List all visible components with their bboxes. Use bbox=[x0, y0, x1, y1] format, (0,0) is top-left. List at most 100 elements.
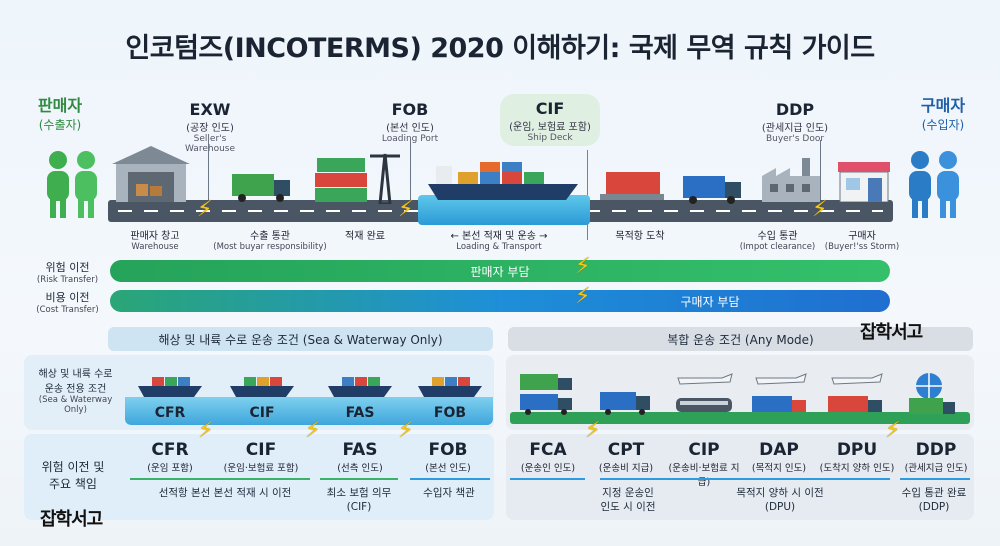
note-ddp: 수입 통관 완료 (DDP) bbox=[893, 486, 975, 514]
label-import-ko: 수입 통관 bbox=[757, 231, 798, 242]
arrow-line bbox=[320, 478, 398, 480]
term-fca-sub: (운송인 인도) bbox=[520, 463, 576, 474]
shop-icon bbox=[838, 162, 890, 202]
label-warehouse-ko: 판매자 창고 bbox=[130, 231, 180, 242]
label-transport-ko: ← 본선 적재 및 운송 → bbox=[450, 231, 548, 242]
sea-panel-water bbox=[125, 397, 493, 425]
term-ddp-sub: (관세지급 인도) bbox=[904, 463, 968, 474]
seller-people-icon bbox=[47, 151, 97, 218]
term-cip-code: CIP bbox=[688, 440, 720, 460]
sea-term-fas: FAS bbox=[345, 405, 375, 421]
stop-exw-sub: (공장 인도) bbox=[186, 123, 234, 134]
note-dpu-1: 목적지 양하 시 이전 bbox=[736, 487, 824, 499]
note-min-insurance-1: 최소 보험 의무 bbox=[326, 487, 392, 499]
plane-truck-icon bbox=[752, 373, 807, 412]
label-buyer-ko: 구매자 bbox=[848, 231, 876, 242]
term-cpt-sub: (운송비 지급) bbox=[598, 463, 654, 474]
term-dpu: DPU (도착지 양하 인도) bbox=[818, 440, 896, 474]
arrow-line bbox=[510, 478, 585, 480]
sea-term-cfr: CFR bbox=[154, 405, 186, 421]
term-cpt-code: CPT bbox=[607, 440, 645, 460]
ship-icon bbox=[138, 377, 202, 397]
cost-bar-text: 구매자 부담 bbox=[680, 294, 740, 309]
stop-cif: CIF (운임, 보험료 포함) Ship Deck bbox=[500, 94, 600, 146]
note-min-insurance-2: (CIF) bbox=[346, 501, 372, 514]
warehouse-icon bbox=[112, 146, 190, 202]
blue-truck-icon bbox=[683, 176, 741, 204]
term-ddp: DDP (관세지급 인도) bbox=[900, 440, 972, 474]
label-loading-done: 적재 완료 bbox=[330, 227, 400, 242]
green-truck-icon bbox=[232, 174, 290, 202]
stop-cif-code: CIF bbox=[535, 99, 565, 118]
bottom-left-label-2: 주요 책임 bbox=[49, 477, 97, 491]
cost-label-ko: 비용 이전 bbox=[45, 291, 90, 304]
divider-ddp bbox=[820, 140, 821, 210]
sea-row-ko2: 운송 전용 조건 bbox=[44, 384, 107, 395]
seller-label: 판매자 (수출자) bbox=[20, 92, 100, 133]
stop-ddp-en: Buyer's Door bbox=[765, 134, 825, 144]
stop-exw: EXW (공장 인도) Seller's Warehouse bbox=[170, 100, 250, 154]
ship-icon bbox=[230, 377, 294, 397]
label-export-en: (Most buyar responsibility) bbox=[213, 242, 327, 252]
buyer-people-icon bbox=[909, 151, 959, 218]
bolt-icon: ⚡ bbox=[197, 197, 213, 222]
sea-row-ko1: 해상 및 내륙 수로 bbox=[38, 369, 113, 380]
risk-bar: 판매자 부담 bbox=[110, 260, 890, 282]
term-cif-code: CIF bbox=[245, 440, 277, 460]
note-ddp-2: (DDP) bbox=[918, 501, 950, 514]
term-dap-code: DAP bbox=[759, 440, 799, 460]
stop-fob-code: FOB bbox=[391, 100, 429, 119]
label-destination: 목적항 도착 bbox=[600, 227, 680, 242]
term-fca-code: FCA bbox=[529, 440, 567, 460]
term-cif: CIF (운임·보험료 포함) bbox=[215, 440, 307, 474]
term-dpu-sub: (도착지 양하 인도) bbox=[819, 463, 895, 474]
stop-fob-en: Loading Port bbox=[381, 134, 439, 144]
stop-fob-sub: (본선 인도) bbox=[386, 123, 434, 134]
term-fas: FAS (선측 인도) bbox=[325, 440, 395, 474]
blue-truck-icon bbox=[600, 392, 650, 415]
bottom-left-label-1: 위험 이전 및 bbox=[41, 460, 105, 474]
bolt-icon: ⚡ bbox=[885, 418, 901, 443]
term-fca: FCA (운송인 인도) bbox=[513, 440, 583, 474]
red-container-icon bbox=[600, 172, 664, 200]
label-export-ko: 수출 통관 bbox=[250, 231, 290, 242]
term-fas-sub: (선측 인도) bbox=[337, 463, 383, 474]
risk-transfer-label: 위험 이전(Risk Transfer) bbox=[30, 259, 105, 285]
sea-term-cif: CIF bbox=[249, 405, 275, 421]
bolt-icon: ⚡ bbox=[585, 418, 601, 443]
cost-transfer-label: 비용 이전(Cost Transfer) bbox=[30, 289, 105, 315]
note-carrier-1: 지정 운송인 bbox=[602, 487, 654, 499]
risk-label-ko: 위험 이전 bbox=[45, 261, 90, 274]
sea-row-en1: (Sea & Waterway bbox=[38, 395, 113, 405]
divider-exw bbox=[208, 140, 209, 210]
term-dap-sub: (목적지 인도) bbox=[751, 463, 807, 474]
label-transport: ← 본선 적재 및 운송 →Loading & Transport bbox=[412, 227, 586, 252]
stop-ddp: DDP (관세지급 인도) Buyer's Door bbox=[745, 100, 845, 144]
term-dpu-code: DPU bbox=[836, 440, 878, 460]
bolt-icon: ⚡ bbox=[575, 254, 591, 279]
note-min-insurance: 최소 보험 의무 (CIF) bbox=[318, 486, 400, 514]
ship-icon bbox=[328, 377, 392, 397]
note-ddp-1: 수입 통관 완료 bbox=[901, 487, 967, 499]
bolt-icon: ⚡ bbox=[305, 418, 321, 443]
label-transport-en: Loading & Transport bbox=[456, 242, 542, 252]
term-cif-sub: (운임·보험료 포함) bbox=[223, 463, 299, 474]
arrow-line bbox=[600, 478, 890, 480]
term-ddp-code: DDP bbox=[915, 440, 957, 460]
buyer-label: 구매자 (수입자) bbox=[898, 92, 988, 133]
page-title: 인코텀즈(INCOTERMS) 2020 이해하기: 국제 무역 규칙 가이드 bbox=[125, 33, 875, 64]
stop-ddp-sub: (관세지급 인도) bbox=[761, 123, 829, 134]
term-cfr-code: CFR bbox=[151, 440, 189, 460]
term-fob: FOB (본선 인도) bbox=[413, 440, 483, 474]
risk-bar-text: 판매자 부담 bbox=[470, 264, 530, 279]
divider-fob bbox=[410, 140, 411, 210]
bolt-icon: ⚡ bbox=[575, 284, 591, 309]
sea-section-head: 해상 및 내륙 수로 운송 조건 (Sea & Waterway Only) bbox=[108, 327, 493, 351]
term-fas-code: FAS bbox=[342, 440, 378, 460]
label-loading-ko: 적재 완료 bbox=[345, 231, 385, 242]
label-import-clearance: 수입 통관(Impot clearance) bbox=[735, 227, 820, 252]
any-mode-section-head: 복합 운송 조건 (Any Mode) bbox=[508, 327, 973, 351]
container-stack-icon bbox=[315, 158, 367, 202]
ship-icon bbox=[418, 377, 482, 397]
